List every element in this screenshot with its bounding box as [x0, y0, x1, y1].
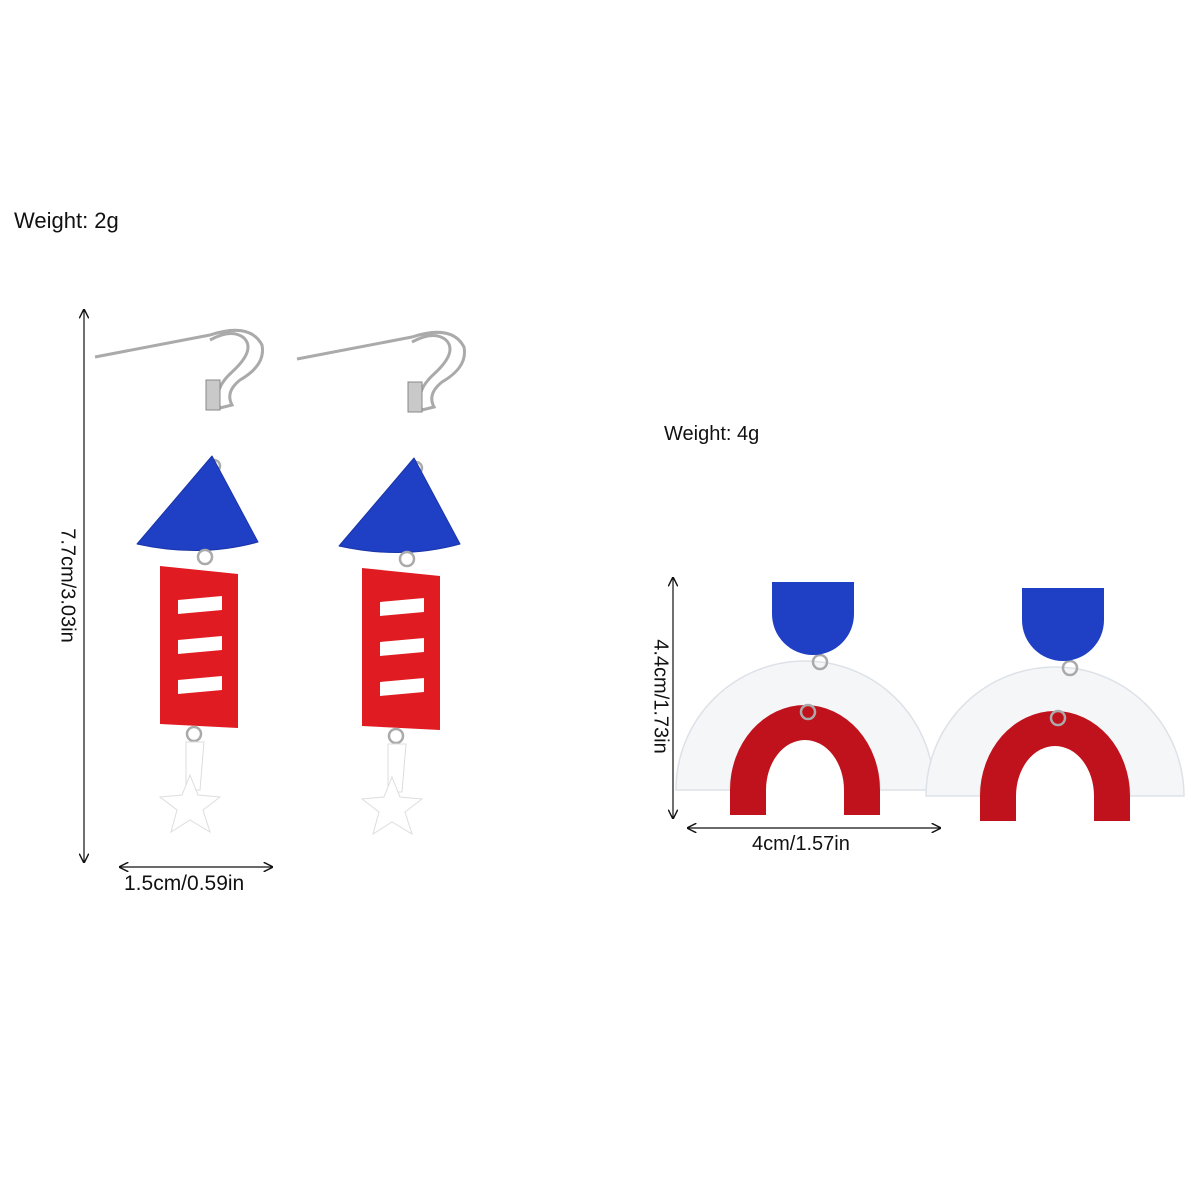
weight-label-left: Weight: 2g: [14, 208, 119, 233]
firecracker-earring-left: [93, 328, 265, 834]
width-label-left: 1.5cm/0.59in: [124, 872, 245, 895]
rainbow-earring-right: [924, 586, 1186, 823]
firecracker-earring-right: [295, 330, 467, 836]
height-label-right: 4.4cm/1.73in: [649, 639, 672, 754]
rainbow-earring-left: [674, 580, 936, 817]
height-label-left: 7.7cm/3.03in: [56, 528, 79, 643]
weight-label-right: Weight: 4g: [664, 423, 760, 445]
width-label-right: 4cm/1.57in: [752, 833, 850, 855]
